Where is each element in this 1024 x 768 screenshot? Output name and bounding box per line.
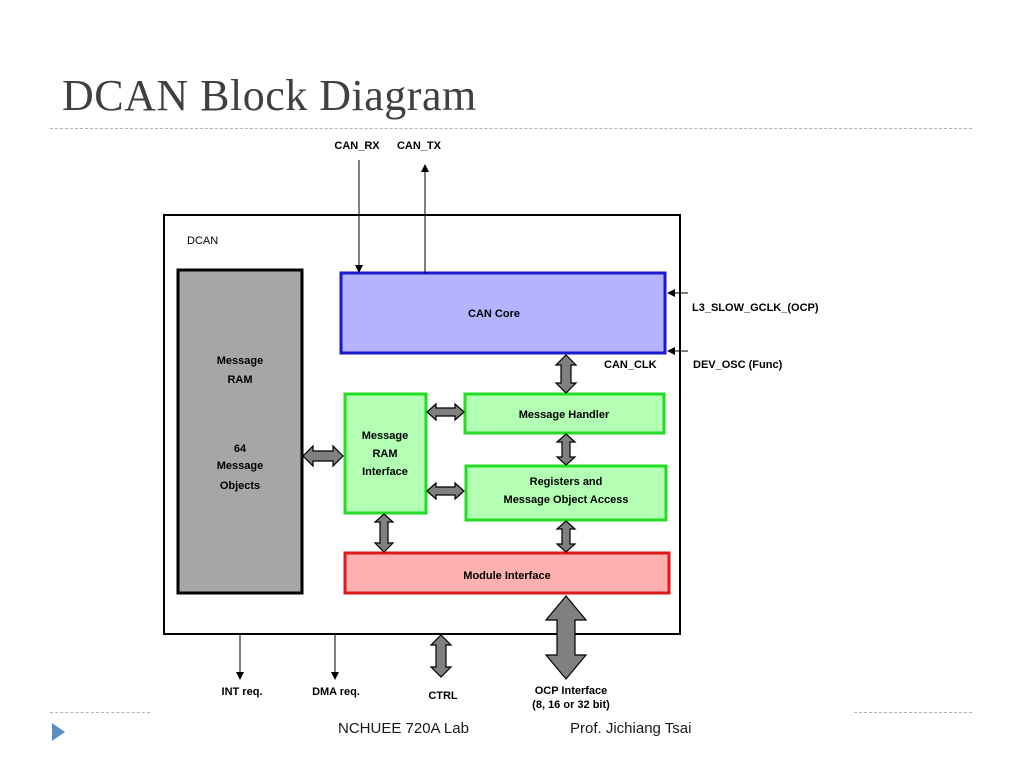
can-clk-label: CAN_CLK bbox=[604, 359, 657, 371]
play-triangle-icon bbox=[52, 723, 65, 741]
message-ram-line4: Message bbox=[217, 460, 263, 472]
can-tx-label: CAN_TX bbox=[397, 140, 442, 152]
dcan-label: DCAN bbox=[187, 235, 218, 247]
handler-to-registers-arrow bbox=[555, 433, 577, 466]
mri-line1: Message bbox=[362, 430, 408, 442]
l3-clk-label: L3_SLOW_GCLK_(OCP) bbox=[692, 302, 819, 314]
footer-prof: Prof. Jichiang Tsai bbox=[570, 720, 692, 737]
footer-divider-right bbox=[854, 712, 972, 713]
int-req-label: INT req. bbox=[222, 686, 263, 698]
message-handler-label: Message Handler bbox=[519, 409, 610, 421]
registers-to-module-arrow bbox=[555, 520, 577, 553]
message-ram-block bbox=[176, 268, 304, 595]
module-interface-block bbox=[343, 551, 671, 595]
ctrl-label: CTRL bbox=[428, 690, 458, 702]
slide-title: DCAN Block Diagram bbox=[62, 71, 477, 120]
ocp-interface-sub-label: (8, 16 or 32 bit) bbox=[532, 699, 610, 711]
core-to-handler-arrow bbox=[554, 354, 578, 394]
message-ram-line2: RAM bbox=[227, 374, 252, 386]
registers-line2: Message Object Access bbox=[504, 494, 629, 506]
footer-lab: NCHUEE 720A Lab bbox=[338, 720, 469, 737]
interface-to-handler-arrow bbox=[426, 402, 465, 422]
can-core-block bbox=[339, 271, 667, 355]
ctrl-arrow bbox=[429, 634, 453, 678]
message-ram-interface-block bbox=[343, 392, 428, 515]
ocp-interface-arrow bbox=[544, 595, 588, 680]
can-core-label: CAN Core bbox=[468, 308, 520, 320]
mri-line3: Interface bbox=[362, 466, 408, 478]
module-interface-label: Module Interface bbox=[463, 570, 550, 582]
dma-req-label: DMA req. bbox=[312, 686, 360, 698]
registers-block bbox=[464, 464, 668, 522]
interface-to-module-arrow bbox=[373, 513, 395, 553]
registers-line1: Registers and bbox=[530, 476, 603, 488]
message-handler-block bbox=[463, 392, 666, 435]
ocp-interface-label: OCP Interface bbox=[535, 685, 608, 697]
message-ram-line5: Objects bbox=[220, 480, 260, 492]
title-divider bbox=[50, 128, 972, 129]
message-ram-line1: Message bbox=[217, 355, 263, 367]
mri-line2: RAM bbox=[372, 448, 397, 460]
can-rx-label: CAN_RX bbox=[334, 140, 380, 152]
message-ram-line3: 64 bbox=[234, 443, 247, 455]
footer-divider-left bbox=[50, 712, 150, 713]
dev-osc-label: DEV_OSC (Func) bbox=[693, 359, 783, 371]
interface-to-registers-arrow bbox=[426, 481, 465, 501]
ram-to-interface-arrow bbox=[302, 444, 344, 468]
